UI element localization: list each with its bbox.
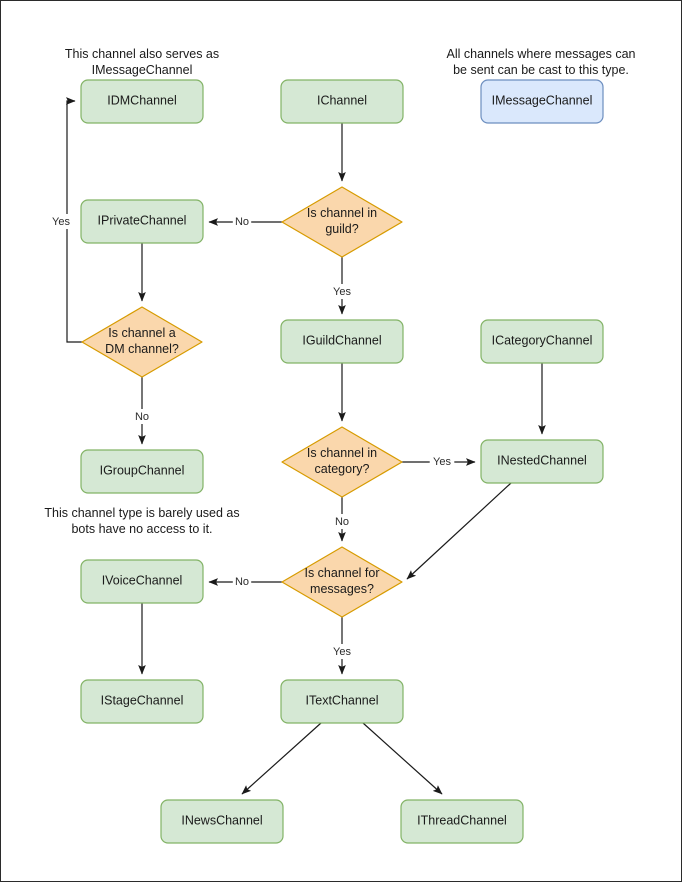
decision-shape <box>81 306 203 378</box>
edge-label-backdrop <box>332 514 352 529</box>
node-shape <box>80 199 204 244</box>
edge-d-for-messages-to-ivoicechannel: No <box>208 574 282 589</box>
node-label: IDMChannel <box>107 94 176 108</box>
node-shape <box>160 799 284 844</box>
edge-label-backdrop <box>48 214 74 229</box>
node-shape <box>480 439 604 484</box>
node-shape <box>80 449 204 494</box>
node-shape <box>400 799 524 844</box>
node-label: INestedChannel <box>497 454 587 468</box>
edge-d-for-messages-to-itextchannel: Yes <box>329 617 355 675</box>
node-shape <box>280 319 404 364</box>
node-label: ICategoryChannel <box>492 334 593 348</box>
node-label: IStageChannel <box>101 694 184 708</box>
node-ivoicechannel[interactable]: IVoiceChannel <box>80 559 204 604</box>
node-igroupchannel[interactable]: IGroupChannel <box>80 449 204 494</box>
node-label: IPrivateChannel <box>98 214 187 228</box>
edge-d-in-guild-to-iguildchannel: Yes <box>329 257 355 315</box>
edge-label-backdrop <box>329 284 355 299</box>
node-ichannel[interactable]: IChannel <box>280 79 404 124</box>
edge-label: No <box>235 216 249 228</box>
edge-label: Yes <box>333 646 351 658</box>
node-label: IMessageChannel <box>492 94 593 108</box>
edge-d-in-category-to-d-for-messages: No <box>332 497 352 542</box>
edge-inestedchannel-to-d-for-messages <box>406 482 512 580</box>
node-shape <box>80 79 204 124</box>
node-itextchannel[interactable]: ITextChannel <box>280 679 404 724</box>
edge-d-dm-channel-to-idmchannel: Yes <box>48 97 82 343</box>
edge-label: No <box>235 576 249 588</box>
node-ithreadchannel[interactable]: IThreadChannel <box>400 799 524 844</box>
edge-label-backdrop <box>232 214 252 229</box>
edge-path <box>362 722 443 795</box>
node-shape <box>280 79 404 124</box>
edge-label: No <box>135 411 149 423</box>
edge-label-backdrop <box>429 454 455 469</box>
node-icategorychannel[interactable]: ICategoryChannel <box>480 319 604 364</box>
edge-itextchannel-to-inewschannel <box>241 722 322 795</box>
node-idmchannel[interactable]: IDMChannel <box>80 79 204 124</box>
edge-d-in-guild-to-iprivatechannel: No <box>208 214 282 229</box>
decision-shape <box>281 186 403 258</box>
node-iguildchannel[interactable]: IGuildChannel <box>280 319 404 364</box>
node-shape <box>480 79 604 124</box>
node-label: ITextChannel <box>306 694 379 708</box>
decision-shape <box>281 546 403 618</box>
node-label: IVoiceChannel <box>102 574 183 588</box>
node-label: INewsChannel <box>181 814 262 828</box>
edge-label: Yes <box>52 216 70 228</box>
node-istagechannel[interactable]: IStageChannel <box>80 679 204 724</box>
edge-label-backdrop <box>329 644 355 659</box>
node-label: IGroupChannel <box>100 464 185 478</box>
edge-path <box>241 722 322 795</box>
edge-d-in-category-to-inestedchannel: Yes <box>402 454 476 469</box>
edge-d-dm-channel-to-igroupchannel: No <box>132 377 152 445</box>
node-label: IChannel <box>317 94 367 108</box>
node-shape <box>80 679 204 724</box>
node-shape <box>480 319 604 364</box>
edge-path <box>406 482 512 580</box>
node-shape <box>80 559 204 604</box>
edge-label: No <box>335 516 349 528</box>
node-inestedchannel[interactable]: INestedChannel <box>480 439 604 484</box>
node-label: IGuildChannel <box>302 334 381 348</box>
edge-itextchannel-to-ithreadchannel <box>362 722 443 795</box>
node-inewschannel[interactable]: INewsChannel <box>160 799 284 844</box>
node-iprivatechannel[interactable]: IPrivateChannel <box>80 199 204 244</box>
node-shape <box>280 679 404 724</box>
edge-label-backdrop <box>232 574 252 589</box>
edge-label: Yes <box>333 286 351 298</box>
nodes-layer: IDMChannel IChannel IMessageChannelIPrivat… <box>80 79 604 844</box>
node-label: IThreadChannel <box>417 814 507 828</box>
decision-shape <box>281 426 403 498</box>
edge-label-backdrop <box>132 409 152 424</box>
node-imessagechannel[interactable]: IMessageChannel <box>480 79 604 124</box>
edge-label: Yes <box>433 456 451 468</box>
